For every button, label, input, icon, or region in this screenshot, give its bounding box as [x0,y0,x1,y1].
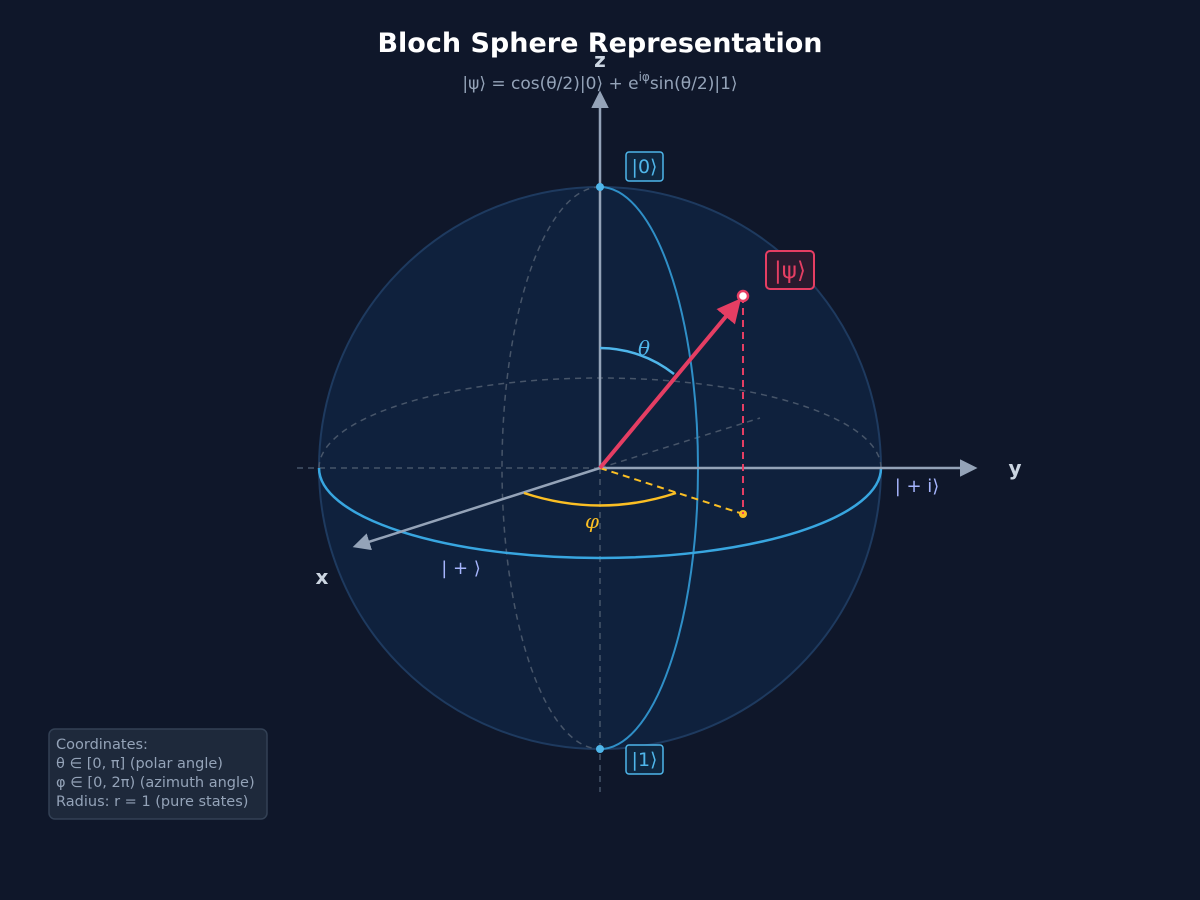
phi-projection-line [599,467,744,515]
info-phi-range: φ ∈ [0, 2π) (azimuth angle) [56,775,255,791]
page-title: Bloch Sphere Representation [377,28,822,59]
psi-state-box [765,250,815,290]
meridian-back [501,186,601,750]
one-state-label: |1⟩ [632,749,658,771]
z-axis-label: z [594,48,606,72]
coordinates-info-box [48,728,268,820]
x-axis-label: x [316,565,329,589]
info-radius: Radius: r = 1 (pure states) [56,794,248,810]
south-pole-point [596,745,604,753]
formula-part-sup: iφ [639,70,650,84]
state-vector-tip [736,289,750,303]
formula-part-post: sin(θ/2)|1⟩ [650,74,738,94]
equator-front [317,467,883,560]
x-axis-negative [599,417,761,469]
zero-state-label: |0⟩ [632,156,658,178]
theta-label: θ [638,336,650,360]
plus-state-label: | + ⟩ [441,558,481,579]
state-vector [598,298,742,470]
plus-i-state-label: | + i⟩ [895,476,940,497]
formula-subtitle: |ψ⟩ = cos(θ/2)|0⟩ + eiφsin(θ/2)|1⟩ [462,70,737,94]
phi-label: φ [585,509,599,533]
psi-state-label: |ψ⟩ [774,258,806,284]
one-state-box [625,744,664,775]
info-theta-range: θ ∈ [0, π] (polar angle) [56,756,223,772]
zero-state-box [625,151,664,182]
formula-part-pre: |ψ⟩ = cos(θ/2)|0⟩ + e [462,74,638,94]
info-heading: Coordinates: [56,737,148,753]
y-axis-label: y [1008,456,1021,480]
x-axis [352,466,601,551]
phi-arc [523,491,677,507]
theta-arc [599,346,675,375]
north-pole-point [596,183,604,191]
